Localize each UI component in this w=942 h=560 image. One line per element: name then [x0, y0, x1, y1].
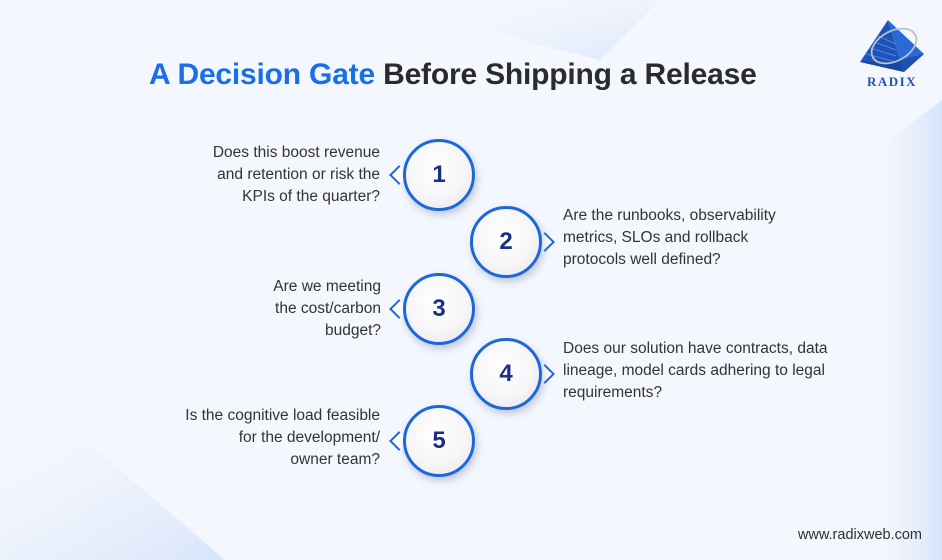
step-5-question: Is the cognitive load feasible for the d… [185, 405, 380, 471]
step-2-circle: 2 [470, 206, 542, 278]
step-2-line-3: protocols well defined? [563, 251, 721, 268]
step-4-number: 4 [499, 360, 513, 387]
step-4-circle: 4 [470, 338, 542, 410]
pyramid-ring-icon [860, 20, 924, 72]
step-3-number: 3 [432, 295, 446, 322]
step-4-line-3: requirements? [563, 384, 663, 401]
step-5-circle: 5 [403, 405, 475, 477]
title-rest: Before Shipping a Release [383, 58, 757, 91]
step-3-line-2: the cost/carbon [275, 300, 381, 317]
step-3-question: Are we meeting the cost/carbon budget? [273, 276, 381, 342]
step-1-line-1: Does this boost revenue [212, 144, 380, 161]
title-accent: A Decision Gate [149, 58, 375, 91]
step-3-circle: 3 [403, 273, 475, 345]
step-2-question: Are the runbooks, observability metrics,… [563, 205, 776, 271]
step-1-circle: 1 [403, 139, 475, 211]
step-2-number: 2 [499, 228, 513, 255]
step-2-line-1: Are the runbooks, observability [563, 207, 776, 224]
step-5-line-1: Is the cognitive load feasible [185, 407, 380, 424]
step-4-line-1: Does our solution have contracts, data [563, 340, 828, 357]
step-3-line-1: Are we meeting [273, 278, 381, 295]
step-1-question: Does this boost revenue and retention or… [213, 142, 380, 208]
step-4-question: Does our solution have contracts, data l… [563, 338, 828, 404]
step-5-line-3: owner team? [290, 451, 380, 468]
website-url: www.radixweb.com [797, 527, 922, 543]
step-1-line-2: and retention or risk the [217, 166, 380, 183]
logo-text: RADIX [866, 74, 918, 89]
step-4-line-2: lineage, model cards adhering to legal [563, 362, 825, 379]
step-5-line-2: for the development/ [238, 429, 380, 446]
radix-logo: RADIX [852, 18, 932, 93]
step-3-line-3: budget? [324, 322, 381, 339]
page-title: A Decision Gate Before Shipping a Releas… [149, 58, 757, 92]
step-2-line-2: metrics, SLOs and rollback [563, 229, 749, 246]
step-5-number: 5 [432, 427, 446, 454]
step-1-number: 1 [432, 161, 446, 188]
step-1-line-3: KPIs of the quarter? [242, 188, 380, 205]
